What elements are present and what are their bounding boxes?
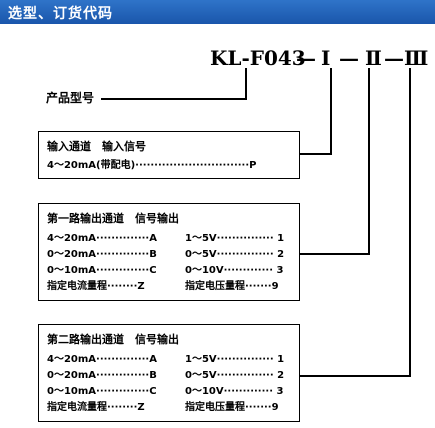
model-seg-1: Ⅰ bbox=[321, 46, 331, 70]
output2-current-option: 0～10mA··············C bbox=[47, 386, 157, 397]
connector-product bbox=[101, 68, 247, 100]
output2-voltage-option: 0～10V············· 3 bbox=[185, 386, 284, 397]
input-channel-box: 输入通道 输入信号 4～20mA(带配电)···················… bbox=[38, 131, 300, 179]
output1-voltage-option: 0～10V············· 3 bbox=[185, 265, 284, 276]
output1-current-option: 0～10mA··············C bbox=[47, 265, 157, 276]
output1-voltage-option: 指定电压量程·······9 bbox=[185, 281, 279, 292]
connector-output2 bbox=[298, 68, 411, 377]
output2-voltage-option: 指定电压量程·······9 bbox=[185, 402, 279, 413]
output1-voltage-option: 1～5V··············· 1 bbox=[185, 233, 285, 244]
output1-current-option: 0～20mA··············B bbox=[47, 249, 157, 260]
input-box-title: 输入通道 输入信号 bbox=[47, 140, 146, 153]
model-dash-3: — bbox=[384, 46, 404, 70]
model-dash-1: — bbox=[296, 46, 316, 70]
output2-box-title: 第二路输出通道 信号输出 bbox=[47, 333, 179, 346]
output1-box-title: 第一路输出通道 信号输出 bbox=[47, 212, 179, 225]
output1-channel-box: 第一路输出通道 信号输出 4～20mA··············A 0～20m… bbox=[38, 203, 300, 301]
output2-current-option: 4～20mA··············A bbox=[47, 354, 157, 365]
output2-current-option: 0～20mA··············B bbox=[47, 370, 157, 381]
section-header: 选型、订货代码 bbox=[0, 0, 435, 24]
model-dash-2: — bbox=[339, 46, 359, 70]
section-title: 选型、订货代码 bbox=[8, 6, 113, 22]
output2-voltage-option: 0～5V··············· 2 bbox=[185, 370, 285, 381]
output1-current-option: 4～20mA··············A bbox=[47, 233, 157, 244]
connector-input bbox=[298, 68, 332, 155]
output2-voltage-option: 1～5V··············· 1 bbox=[185, 354, 285, 365]
input-option-row: 4～20mA(带配电)·····························… bbox=[47, 160, 257, 171]
model-prefix: KL-F043 bbox=[210, 46, 306, 70]
connector-output1 bbox=[298, 68, 370, 255]
output2-channel-box: 第二路输出通道 信号输出 4～20mA··············A 0～20m… bbox=[38, 324, 300, 422]
output1-voltage-option: 0～5V··············· 2 bbox=[185, 249, 285, 260]
output2-current-option: 指定电流量程········Z bbox=[47, 402, 145, 413]
model-seg-2: Ⅱ bbox=[365, 46, 382, 70]
model-seg-3: Ⅲ bbox=[404, 46, 429, 70]
output1-current-option: 指定电流量程········Z bbox=[47, 281, 145, 292]
product-model-label: 产品型号 bbox=[46, 91, 95, 105]
